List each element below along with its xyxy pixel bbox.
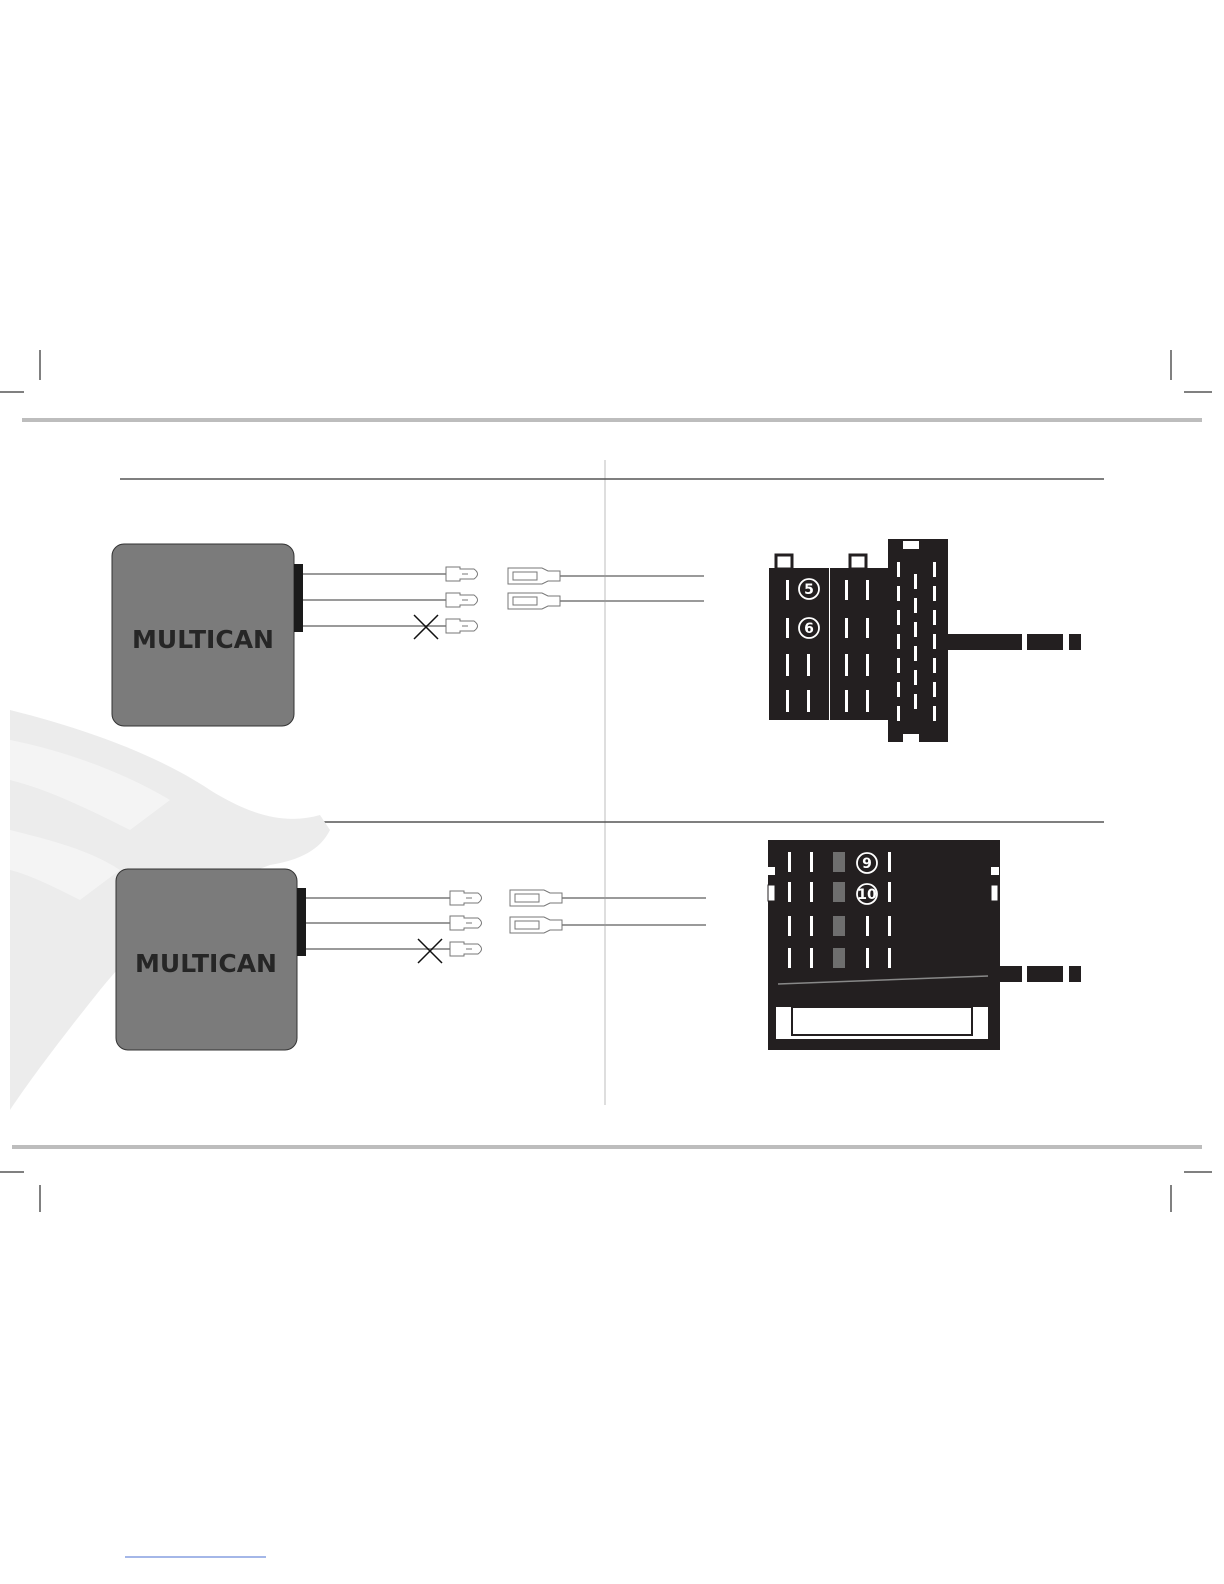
bottom-diagram: MULTICAN: [116, 840, 1081, 1050]
wires-top: [303, 574, 704, 626]
female-plug: [508, 568, 560, 584]
male-plug: [446, 619, 478, 633]
module-port-top: [294, 564, 303, 632]
pin-label: 9: [862, 856, 872, 872]
connector-top: 5 6: [769, 539, 1081, 742]
top-diagram: MULTICAN: [112, 539, 1081, 742]
male-plug: [450, 916, 482, 930]
male-plug: [450, 942, 482, 956]
connector-bottom: 9 10: [767, 840, 1081, 1050]
female-plug: [508, 593, 560, 609]
module-port-bottom: [297, 888, 306, 956]
wires-bottom: [306, 898, 706, 949]
male-plug: [450, 891, 482, 905]
female-plug: [510, 917, 562, 933]
module-label-bottom: MULTICAN: [135, 949, 277, 978]
pin-label: 10: [857, 887, 877, 903]
female-plug: [510, 890, 562, 906]
module-label-top: MULTICAN: [132, 625, 274, 654]
male-plug: [446, 593, 478, 607]
pin-label: 6: [804, 621, 814, 637]
pin-label: 5: [804, 582, 814, 598]
cut-wire-cross-icon: [418, 939, 442, 963]
male-plug: [446, 567, 478, 581]
